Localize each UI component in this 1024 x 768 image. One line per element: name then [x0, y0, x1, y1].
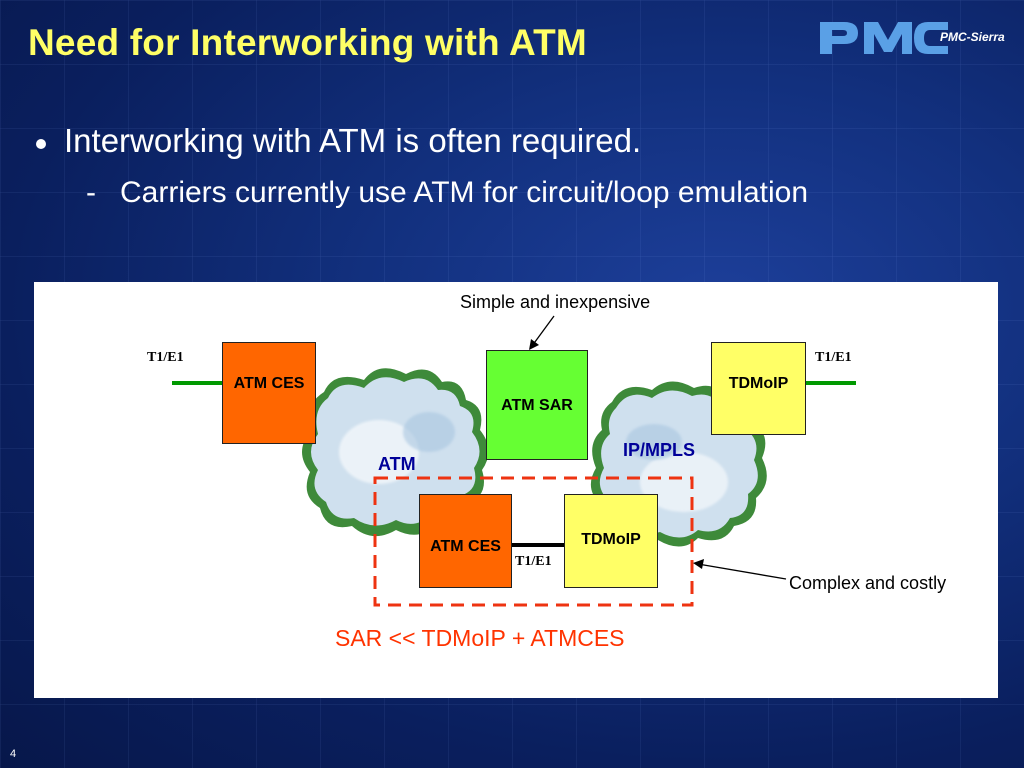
simple-arrow	[531, 315, 555, 347]
box-label: TDMoIP	[728, 375, 789, 392]
bullet-dot-icon	[36, 139, 46, 149]
page-number: 4	[10, 748, 17, 760]
complex-annotation: Complex and costly	[789, 573, 947, 593]
simple-arrowhead-icon	[529, 339, 539, 350]
tdmoip-bottom-box: TDMoIP	[564, 494, 658, 588]
bullet-text: Interworking with ATM is often required.	[64, 122, 642, 159]
sub-bullet-text: Carriers currently use ATM for circuit/l…	[120, 176, 809, 209]
equation-annotation: SAR << TDMoIP + ATMCES	[335, 625, 625, 651]
atm-ces-top-box: ATM CES	[222, 342, 316, 444]
tdmoip-top-box: TDMoIP	[711, 342, 806, 435]
diagram-graphics	[172, 315, 856, 607]
complex-arrow	[697, 563, 787, 580]
left-link-label: T1/E1	[147, 350, 184, 365]
complex-arrowhead-icon	[693, 559, 704, 569]
company-name: PMC-Sierra	[940, 30, 1005, 44]
diagram-panel: ATM CES ATM SAR TDMoIP ATM CES TDMoIP T1…	[34, 282, 998, 698]
dashed-comparison-box	[373, 476, 694, 607]
box-label: ATM CES	[233, 375, 305, 392]
box-label: TDMoIP	[581, 531, 641, 548]
atm-ces-bottom-box: ATM CES	[419, 494, 512, 588]
middle-link-label: T1/E1	[515, 554, 552, 569]
right-link-label: T1/E1	[815, 350, 852, 365]
box-label: ATM CES	[430, 538, 501, 555]
atm-sar-box: ATM SAR	[486, 350, 588, 460]
pmc-logo-icon	[820, 22, 948, 54]
box-label: ATM SAR	[501, 397, 573, 414]
slide-title: Need for Interworking with ATM	[28, 22, 587, 63]
simple-annotation: Simple and inexpensive	[460, 292, 651, 312]
atm-cloud-label: ATM	[378, 454, 416, 474]
sub-bullet-marker: -	[86, 176, 96, 209]
ipmpls-cloud-label: IP/MPLS	[623, 440, 696, 460]
